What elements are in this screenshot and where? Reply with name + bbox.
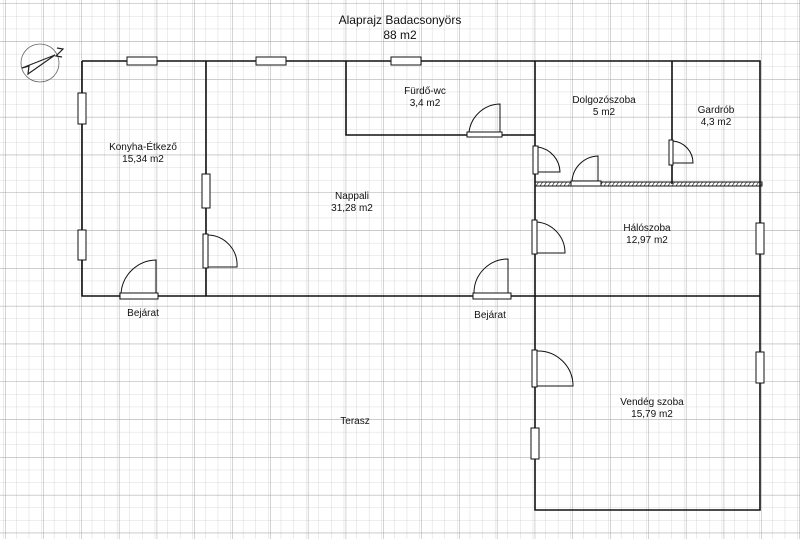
window bbox=[255, 56, 287, 66]
window bbox=[390, 56, 422, 66]
door-haloszoba bbox=[531, 219, 566, 255]
entrance-label: Bejárat bbox=[474, 310, 506, 321]
door-dolgozo bbox=[532, 145, 561, 175]
door-gardrob bbox=[668, 139, 694, 166]
plan-total-area: 88 m2 bbox=[383, 28, 417, 42]
windows bbox=[77, 56, 765, 460]
window bbox=[77, 92, 87, 125]
window bbox=[755, 351, 765, 384]
door-vendegszoba bbox=[531, 349, 574, 388]
room-name: Hálószoba bbox=[623, 223, 671, 234]
room-name: Vendég szoba bbox=[620, 397, 684, 408]
doors bbox=[119, 103, 694, 388]
door-dolgozo-2 bbox=[570, 155, 602, 187]
room-area: 15,34 m2 bbox=[122, 154, 164, 165]
room-area: 4,3 m2 bbox=[701, 117, 732, 128]
door-furdo bbox=[466, 103, 503, 138]
room-area: 3,4 m2 bbox=[410, 98, 441, 109]
hatched-wall bbox=[534, 181, 763, 187]
room-name: Dolgozószoba bbox=[572, 95, 636, 106]
room-area: 31,28 m2 bbox=[331, 203, 373, 214]
window bbox=[126, 56, 158, 66]
room-name: Konyha-Étkező bbox=[109, 140, 177, 153]
plan-title: Alaprajz Badacsonyörs bbox=[339, 13, 462, 27]
north-arrow-icon bbox=[20, 43, 65, 83]
window bbox=[77, 229, 87, 261]
room-area: 5 m2 bbox=[593, 107, 616, 118]
room-area: 12,97 m2 bbox=[626, 235, 668, 246]
door-kitchen-entrance bbox=[119, 259, 159, 300]
room-area: 15,79 m2 bbox=[631, 409, 673, 420]
terrace-label: Terasz bbox=[340, 416, 369, 427]
room-name: Nappali bbox=[335, 191, 369, 202]
door-main-entrance bbox=[472, 258, 512, 300]
door-nappali-kitchen bbox=[202, 233, 238, 269]
window bbox=[755, 222, 765, 255]
window bbox=[201, 173, 211, 209]
window bbox=[530, 427, 540, 460]
entrance-label: Bejárat bbox=[127, 308, 159, 319]
room-name: Fürdő-wc bbox=[404, 86, 446, 97]
room-name: Gardrób bbox=[698, 105, 735, 116]
